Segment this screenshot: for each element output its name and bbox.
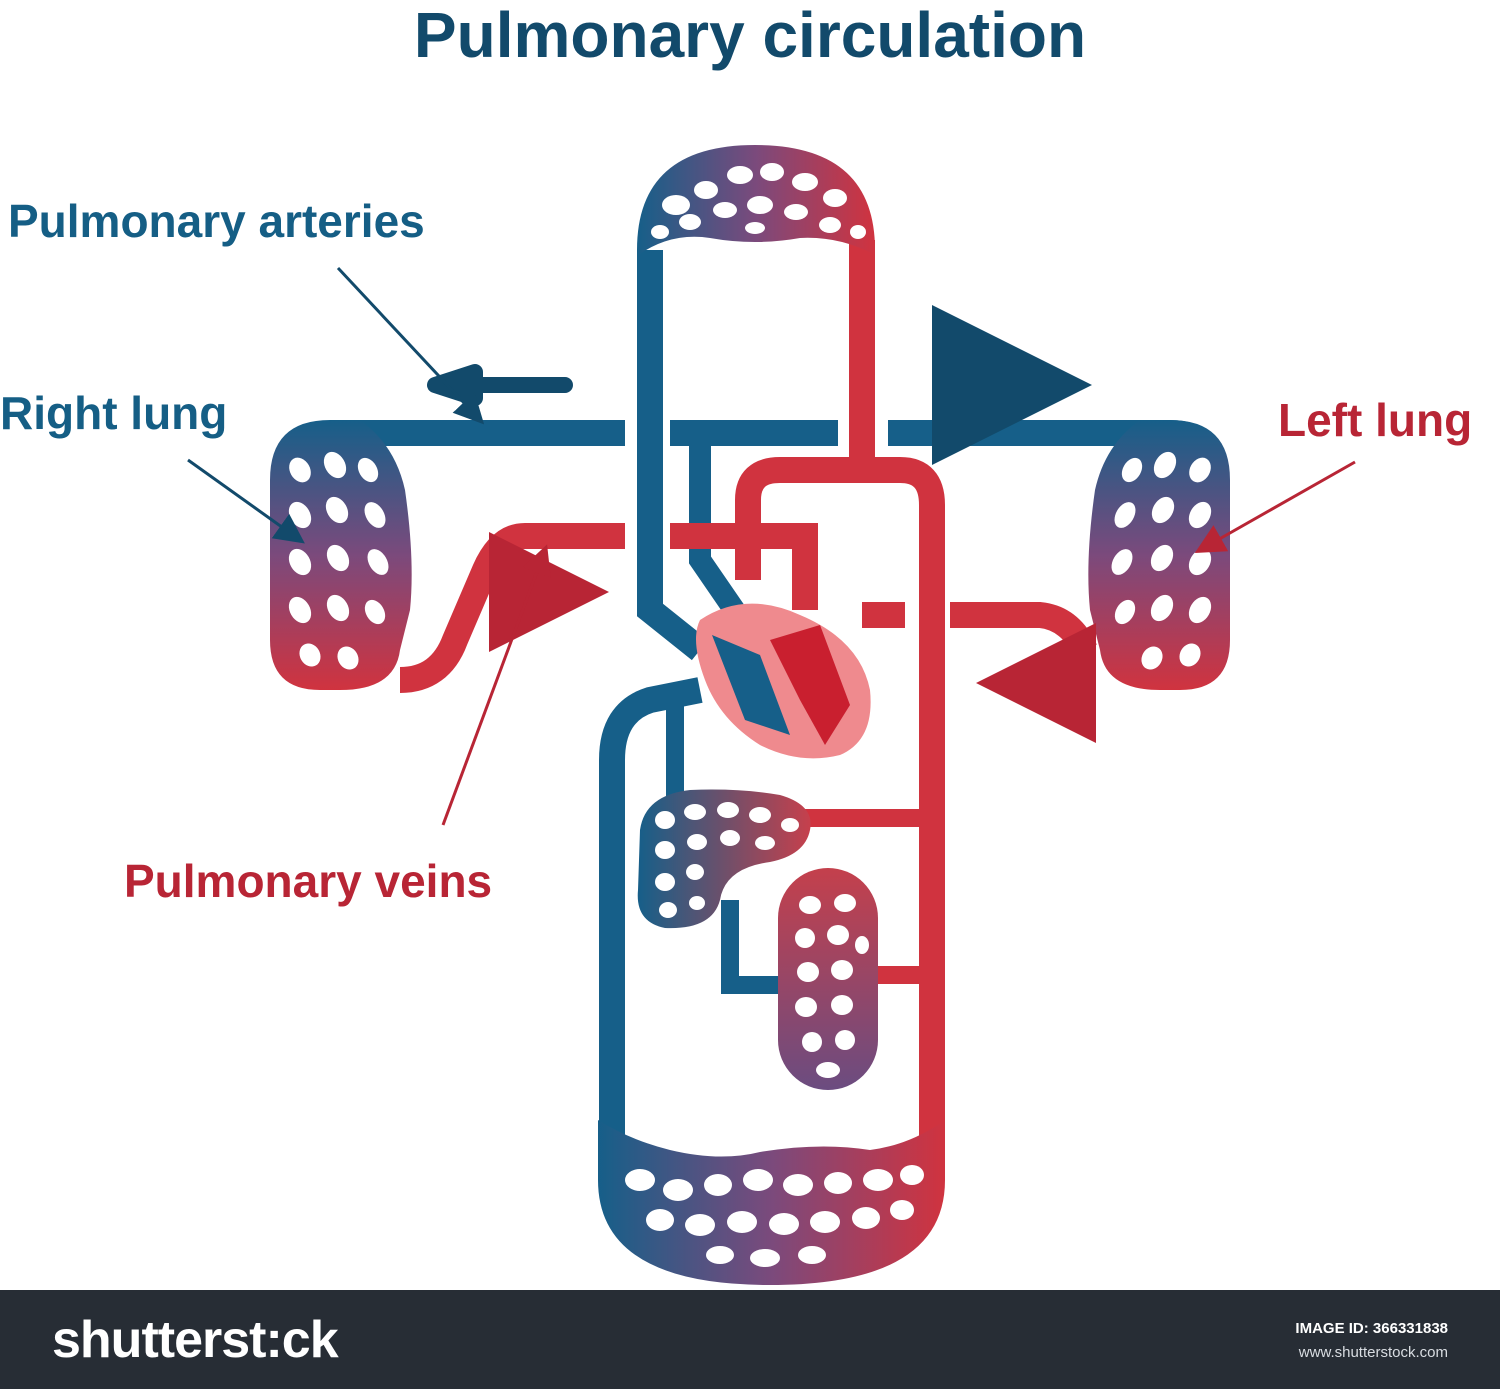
image-id: IMAGE ID: 366331838	[1295, 1320, 1448, 1337]
site-url: www.shutterstock.com	[1298, 1344, 1448, 1361]
flow-arrows	[427, 305, 1096, 743]
footer-bar: shutterst:ck IMAGE ID: 366331838 www.shu…	[0, 1290, 1500, 1389]
head-capillary-bed	[637, 145, 875, 256]
label-pulmonary-arteries: Pulmonary arteries	[8, 195, 425, 247]
kidney-capillary-bed	[778, 868, 878, 1090]
pointer-pulmonary-veins	[441, 544, 551, 826]
label-right-lung: Right lung	[0, 387, 228, 439]
label-pulmonary-veins: Pulmonary veins	[124, 855, 493, 907]
page-title: Pulmonary circulation	[413, 0, 1087, 71]
body-capillary-bed	[598, 1120, 945, 1285]
left-lung-capillary-bed	[1088, 420, 1230, 690]
liver-capillary-bed	[637, 789, 811, 929]
label-left-lung: Left lung	[1278, 394, 1473, 446]
label-pointers	[187, 266, 1356, 826]
pointer-right-lung	[187, 458, 305, 544]
circulation-diagram	[187, 145, 1356, 1285]
heart	[696, 603, 871, 759]
pointer-left-lung	[1194, 460, 1356, 553]
brand-logo: shutterst:ck	[52, 1311, 339, 1369]
flow-arrow-right-lung-in	[427, 364, 573, 406]
pointer-pulmonary-arteries	[336, 266, 485, 425]
right-lung-capillary-bed	[270, 420, 412, 690]
